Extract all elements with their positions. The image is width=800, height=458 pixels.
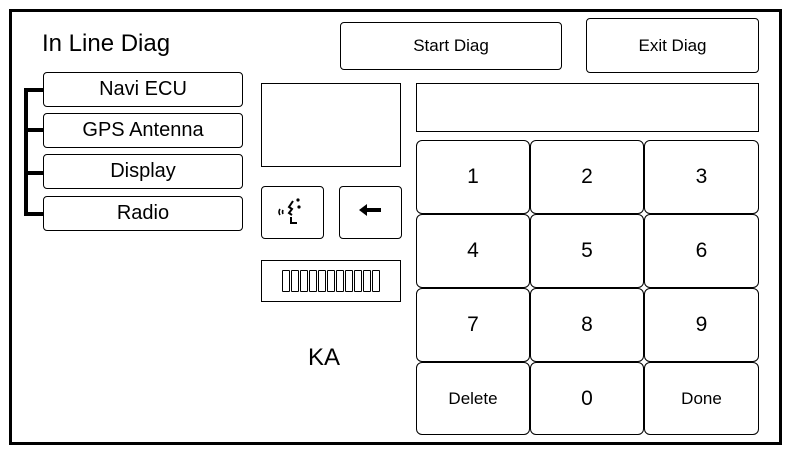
key-6[interactable]: 6 [644, 214, 759, 288]
page-title: In Line Diag [42, 30, 171, 57]
level-segment [299, 270, 308, 292]
level-segment [371, 270, 380, 292]
signal-level-meter [261, 260, 401, 302]
tree-item-display[interactable]: Display [43, 154, 243, 189]
voice-command-icon [275, 195, 311, 230]
key-9[interactable]: 9 [644, 288, 759, 362]
level-segment [290, 270, 299, 292]
key-0[interactable]: 0 [530, 362, 644, 435]
tree-branch [24, 88, 44, 92]
level-segment [281, 270, 290, 292]
done-key[interactable]: Done [644, 362, 759, 435]
tree-item-radio[interactable]: Radio [43, 196, 243, 231]
key-1[interactable]: 1 [416, 140, 530, 214]
back-arrow-icon [357, 202, 385, 223]
preview-box [261, 83, 401, 167]
key-8[interactable]: 8 [530, 288, 644, 362]
level-segment [317, 270, 326, 292]
level-segment [335, 270, 344, 292]
level-segment [326, 270, 335, 292]
tree-branch [24, 212, 44, 216]
tree-item-navi-ecu[interactable]: Navi ECU [43, 72, 243, 107]
key-2[interactable]: 2 [530, 140, 644, 214]
tree-item-gps-antenna[interactable]: GPS Antenna [43, 113, 243, 148]
code-entry-field[interactable] [416, 83, 759, 132]
level-segment [344, 270, 353, 292]
key-4[interactable]: 4 [416, 214, 530, 288]
delete-key[interactable]: Delete [416, 362, 530, 435]
exit-diag-button[interactable]: Exit Diag [586, 18, 759, 73]
level-segment [362, 270, 371, 292]
start-diag-button[interactable]: Start Diag [340, 22, 562, 70]
key-3[interactable]: 3 [644, 140, 759, 214]
tree-connector [24, 88, 28, 216]
status-text: KA [308, 344, 341, 371]
backspace-button[interactable] [339, 186, 402, 239]
voice-command-button[interactable] [261, 186, 324, 239]
level-segment [353, 270, 362, 292]
level-segment [308, 270, 317, 292]
tree-branch [24, 171, 44, 175]
key-7[interactable]: 7 [416, 288, 530, 362]
key-5[interactable]: 5 [530, 214, 644, 288]
tree-branch [24, 128, 44, 132]
